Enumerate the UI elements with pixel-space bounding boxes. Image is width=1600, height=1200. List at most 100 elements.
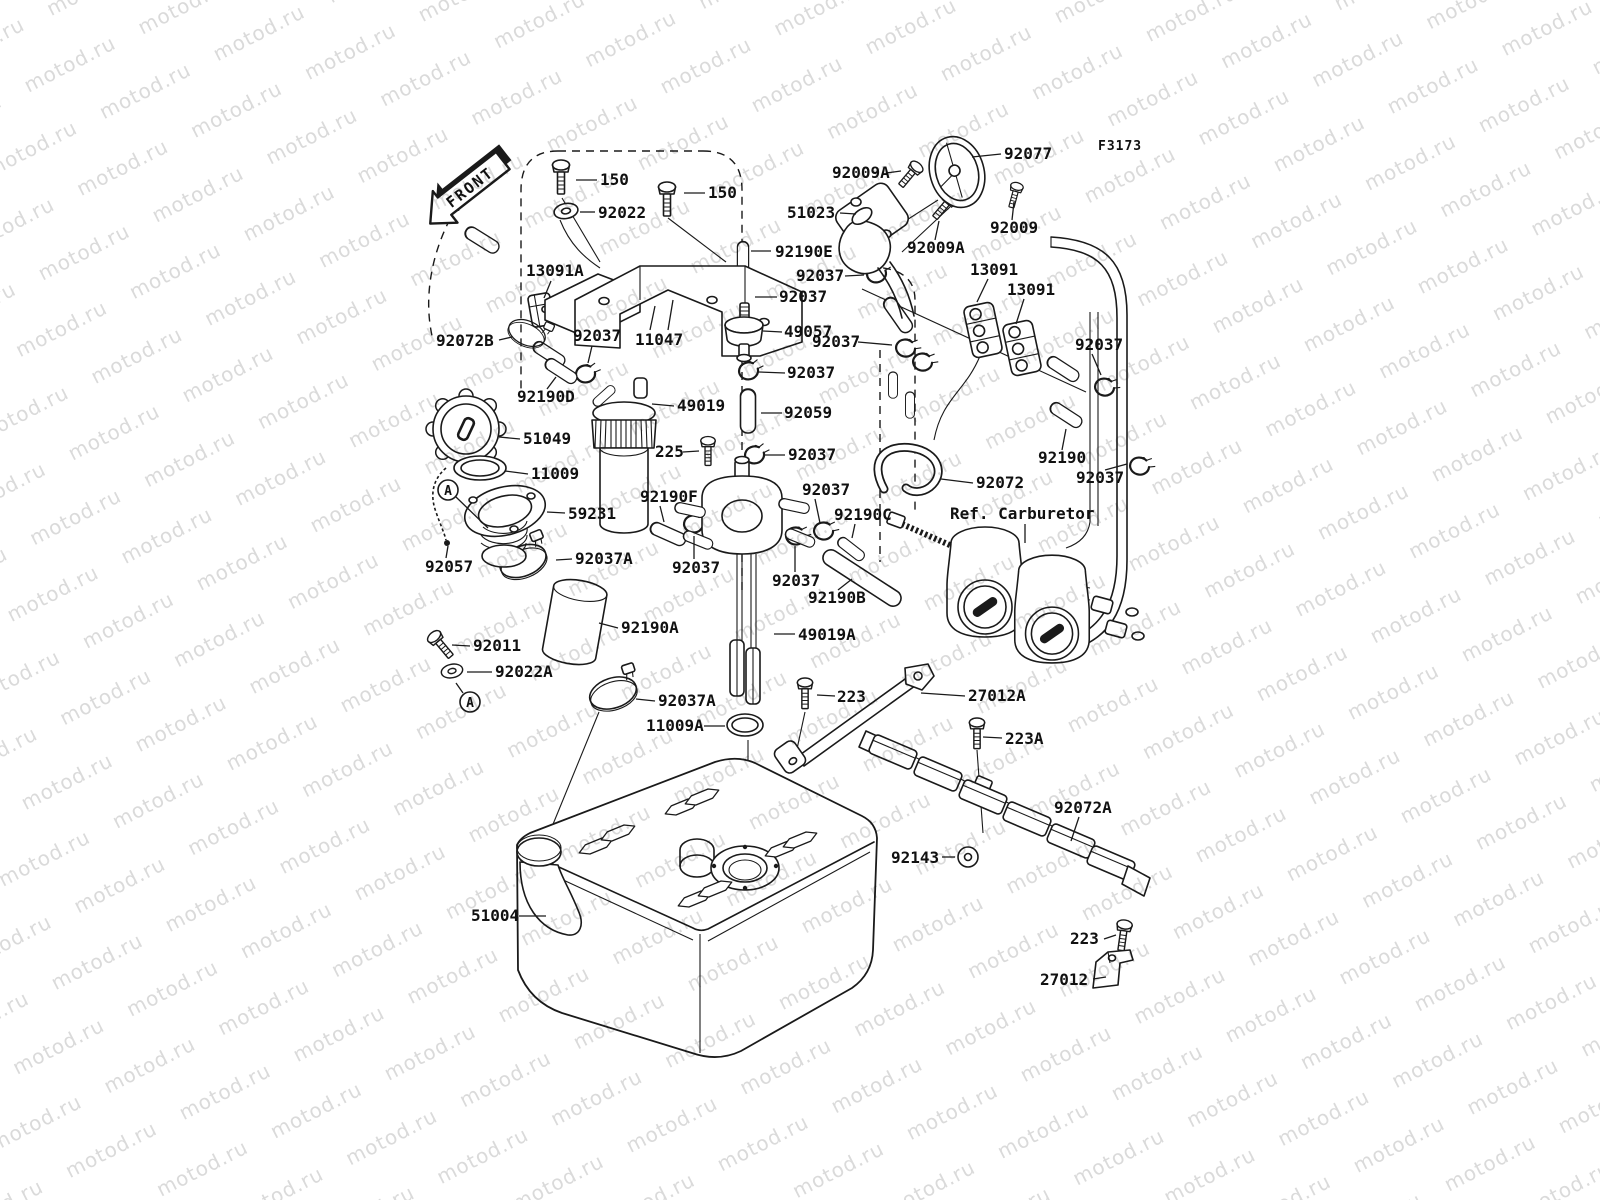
part-label: 92037 [672,558,720,577]
leader-line [546,376,557,390]
holder-13091-a [962,300,1004,360]
part-label: 51004 [471,906,519,925]
part-label: 59231 [568,504,616,523]
part-label: 51049 [523,429,571,448]
part-label: 51023 [787,203,835,222]
part-label: 92009A [907,238,965,257]
part-label: 92072B [436,331,494,350]
part-label: 223 [1070,929,1099,948]
leader-line [455,682,464,694]
part-label: 150 [708,183,737,202]
leader-line [1092,976,1107,980]
fuel-pickup-49019a [673,455,817,705]
plate-92077 [928,135,986,209]
part-label: 92037 [772,571,820,590]
part-label: 92037 [788,445,836,464]
leader-line [445,545,449,559]
band-clamp-92037a-2 [582,661,646,718]
hoses [462,224,1085,607]
bolt-150-b [657,181,677,217]
part-label: 49057 [784,322,832,341]
leader-line [504,470,529,475]
part-label: 92009 [990,218,1038,237]
leader-line [885,170,902,174]
screw-92009 [1004,180,1025,210]
part-label: 92037A [658,691,716,710]
part-label: 223A [1005,729,1044,748]
part-label: 92190C [834,505,892,524]
part-label: 13091 [970,260,1018,279]
leader-line [837,578,853,591]
part-label: 49019 [677,396,725,415]
washer-92022a [439,661,465,681]
marker-label: A [444,484,452,499]
leader-line [976,278,989,303]
leader-line [857,341,893,346]
bolt-150-a [551,159,571,195]
part-label: 92022 [598,203,646,222]
check-valve-49057 [724,302,764,363]
leader-line [555,558,573,561]
fuel-filter-49019 [590,377,657,534]
front-arrow: FRONT [429,144,512,225]
carburetors-ref [886,511,1145,664]
leader-line [762,330,783,333]
part-label: 13091A [526,261,584,280]
part-label: 11047 [635,330,683,349]
part-label: 92072A [1054,798,1112,817]
part-label: 92009A [832,163,890,182]
holder-13091-b [1001,318,1043,378]
circled-marker [437,479,459,501]
part-labels: 1501509202292009A92077510239200992009A92… [425,144,1128,989]
leader-line [667,299,674,331]
leader-line [814,498,821,524]
circled-marker [459,691,481,713]
part-label: 92190B [808,588,866,607]
leader-line [649,305,656,331]
part-label: 92037 [812,332,860,351]
part-label: 225 [655,442,684,461]
part-label: 49019A [798,625,856,644]
part-label: 92022A [495,662,553,681]
hose-92072 [873,442,943,497]
leader-line [844,274,865,277]
leader-line [934,220,940,241]
part-label: 92190A [621,618,679,637]
fuel-tank-51004 [516,757,878,1058]
leader-line [971,153,1002,158]
leader-line [1011,201,1015,221]
leader-line [659,505,665,523]
washer-92143 [957,846,979,868]
part-label: 92037 [573,326,621,345]
leader-line [1061,428,1067,451]
part-label: 27012 [1040,970,1088,989]
part-label: 92037 [802,480,850,499]
part-label: 92037 [796,266,844,285]
leader-line [598,622,619,629]
filler-neck-59231 [463,484,547,568]
bolt-223a [968,717,986,750]
washer-92022 [552,200,580,222]
part-label: 92190E [775,242,833,261]
cap-cable-92057 [432,467,450,546]
part-label: 92059 [784,403,832,422]
part-label: 13091 [1007,280,1055,299]
leader-line [982,736,1003,739]
leader-line [543,280,552,299]
fiche-code: F3173 [1098,139,1142,154]
part-label: 92190 [1038,448,1086,467]
part-label: 92057 [425,557,473,576]
part-label: 92037 [1075,335,1123,354]
tank-brace-27012a [773,663,935,774]
part-label: 92190F [640,487,698,506]
part-label: 92072 [976,473,1024,492]
part-label: 11009A [646,716,704,735]
leader-line [1103,934,1117,940]
leader-line [651,403,675,407]
leader-line [1104,463,1128,471]
cap-ring-11009 [453,455,507,481]
leader-line [1015,298,1025,325]
bracket-27012 [1092,949,1134,989]
